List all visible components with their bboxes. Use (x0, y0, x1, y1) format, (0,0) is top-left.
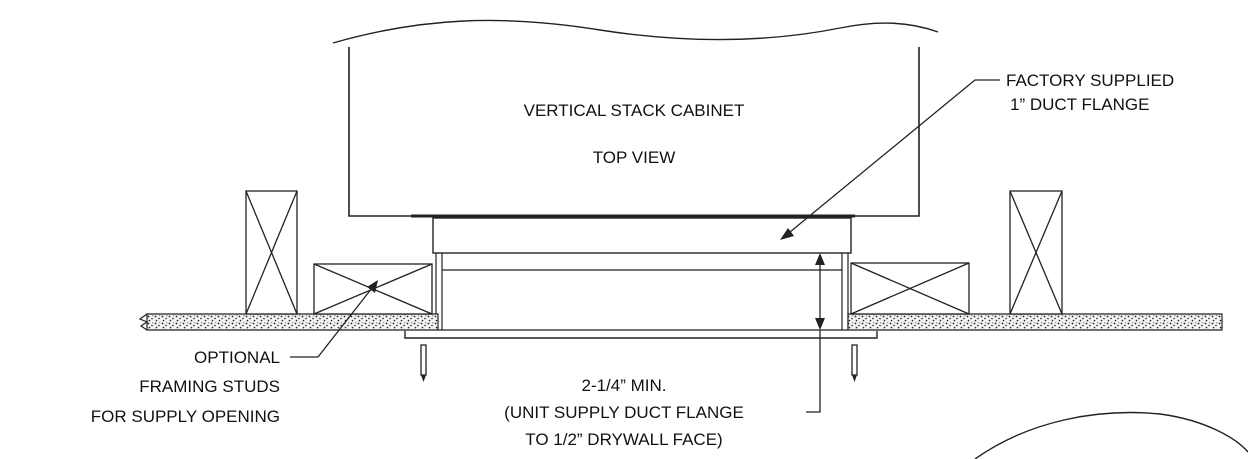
dimension-label-line3: TO 1/2” DRYWALL FACE) (525, 430, 722, 449)
dimension-label-line1: 2-1/4” MIN. (581, 376, 666, 395)
flange-leader (780, 79, 1000, 240)
flange-label-line2: 1” DUCT FLANGE (1010, 95, 1150, 114)
dimension-label-line2: (UNIT SUPPLY DUCT FLANGE (504, 403, 744, 422)
screw-left (420, 344, 427, 382)
studs-label-line1: OPTIONAL (194, 348, 280, 367)
studs-label-line2: FRAMING STUDS (139, 377, 280, 396)
drywall (138, 313, 1223, 331)
mounting-flange (404, 331, 878, 339)
screw-right (851, 344, 858, 382)
stud-right-vertical (1009, 190, 1063, 315)
studs-label-line3: FOR SUPPLY OPENING (91, 407, 280, 426)
stud-left-vertical (245, 190, 298, 315)
duct-flange (432, 217, 852, 331)
dimension-arrow (806, 253, 825, 413)
cabinet-label-line2: TOP VIEW (593, 148, 676, 167)
cabinet-label-line1: VERTICAL STACK CABINET (524, 101, 745, 120)
detail-circle (974, 411, 1248, 459)
studs-leader (290, 280, 378, 358)
cabinet-body (332, 19, 939, 218)
stud-right-horizontal (850, 262, 970, 315)
flange-label-line1: FACTORY SUPPLIED (1006, 71, 1174, 90)
